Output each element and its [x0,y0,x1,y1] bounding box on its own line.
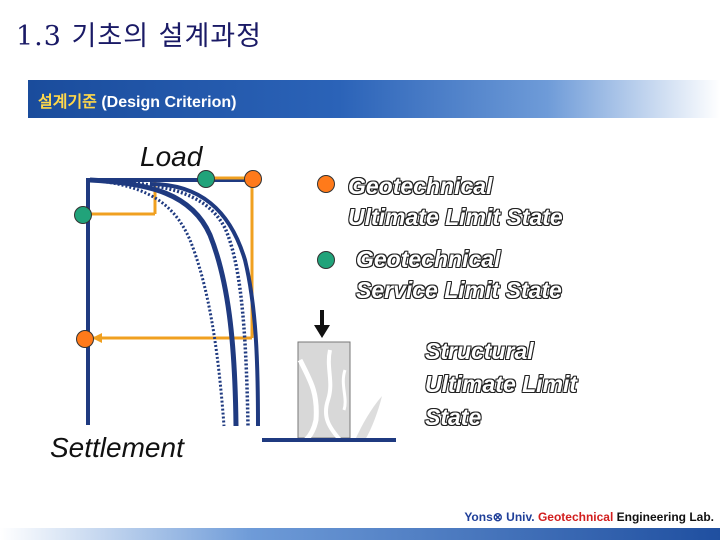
legend-service-dot [317,251,335,269]
legend-service-label: Geotechnical Service Limit State [356,244,562,306]
orange-marker-left [76,330,94,348]
footer-credit: Yons⊗ Univ. Geotechnical Engineering Lab… [464,510,714,524]
right-load-curve [149,182,260,427]
structural-line2: Ultimate Limit [425,371,578,397]
banner-english: (Design Criterion) [96,94,237,111]
column-crack-shape [355,396,382,440]
settlement-label: Settlement [50,432,184,463]
legend-ultimate-dot [317,175,335,193]
column-crack-2 [323,349,342,442]
green-marker-top [197,170,215,188]
green-marker-left [74,206,92,224]
structural-line1: Structural [425,338,534,364]
bottom-bar [0,528,720,540]
banner-korean: 설계기준 [38,92,97,111]
inner-dotted-curve [89,178,226,427]
legend-service-line1: Geotechnical [356,246,501,272]
load-label: Load [140,141,203,172]
structural-line3: State [425,404,482,430]
footer-university: Yons [464,510,493,524]
column-crack-1 [297,358,319,442]
footer-lab: Engineering Lab. [613,510,714,524]
footer-symbol: ⊗ [492,510,503,524]
legend-ultimate-line2: Ultimate Limit State [348,204,563,230]
orange-marker-top [244,170,262,188]
structural-label: Structural Ultimate Limit State [425,335,577,434]
footer-univ: Univ. [502,510,538,524]
legend-service-line2: Service Limit State [356,277,562,303]
footer-geotechnical: Geotechnical [537,510,614,524]
main-load-curve [89,177,239,427]
structural-arrow-head [314,325,330,338]
section-banner: 설계기준 (Design Criterion) [28,80,720,118]
structural-column [297,341,351,439]
banner-heading: 설계기준 (Design Criterion) [38,88,236,112]
page-title: 1.3 기초의 설계과정 [16,21,262,52]
legend-ultimate-label: Geotechnical Ultimate Limit State [348,171,563,233]
legend-ultimate-line1: Geotechnical [348,173,493,199]
orange-arrow-head [92,333,102,343]
column-crack-3 [341,369,347,411]
